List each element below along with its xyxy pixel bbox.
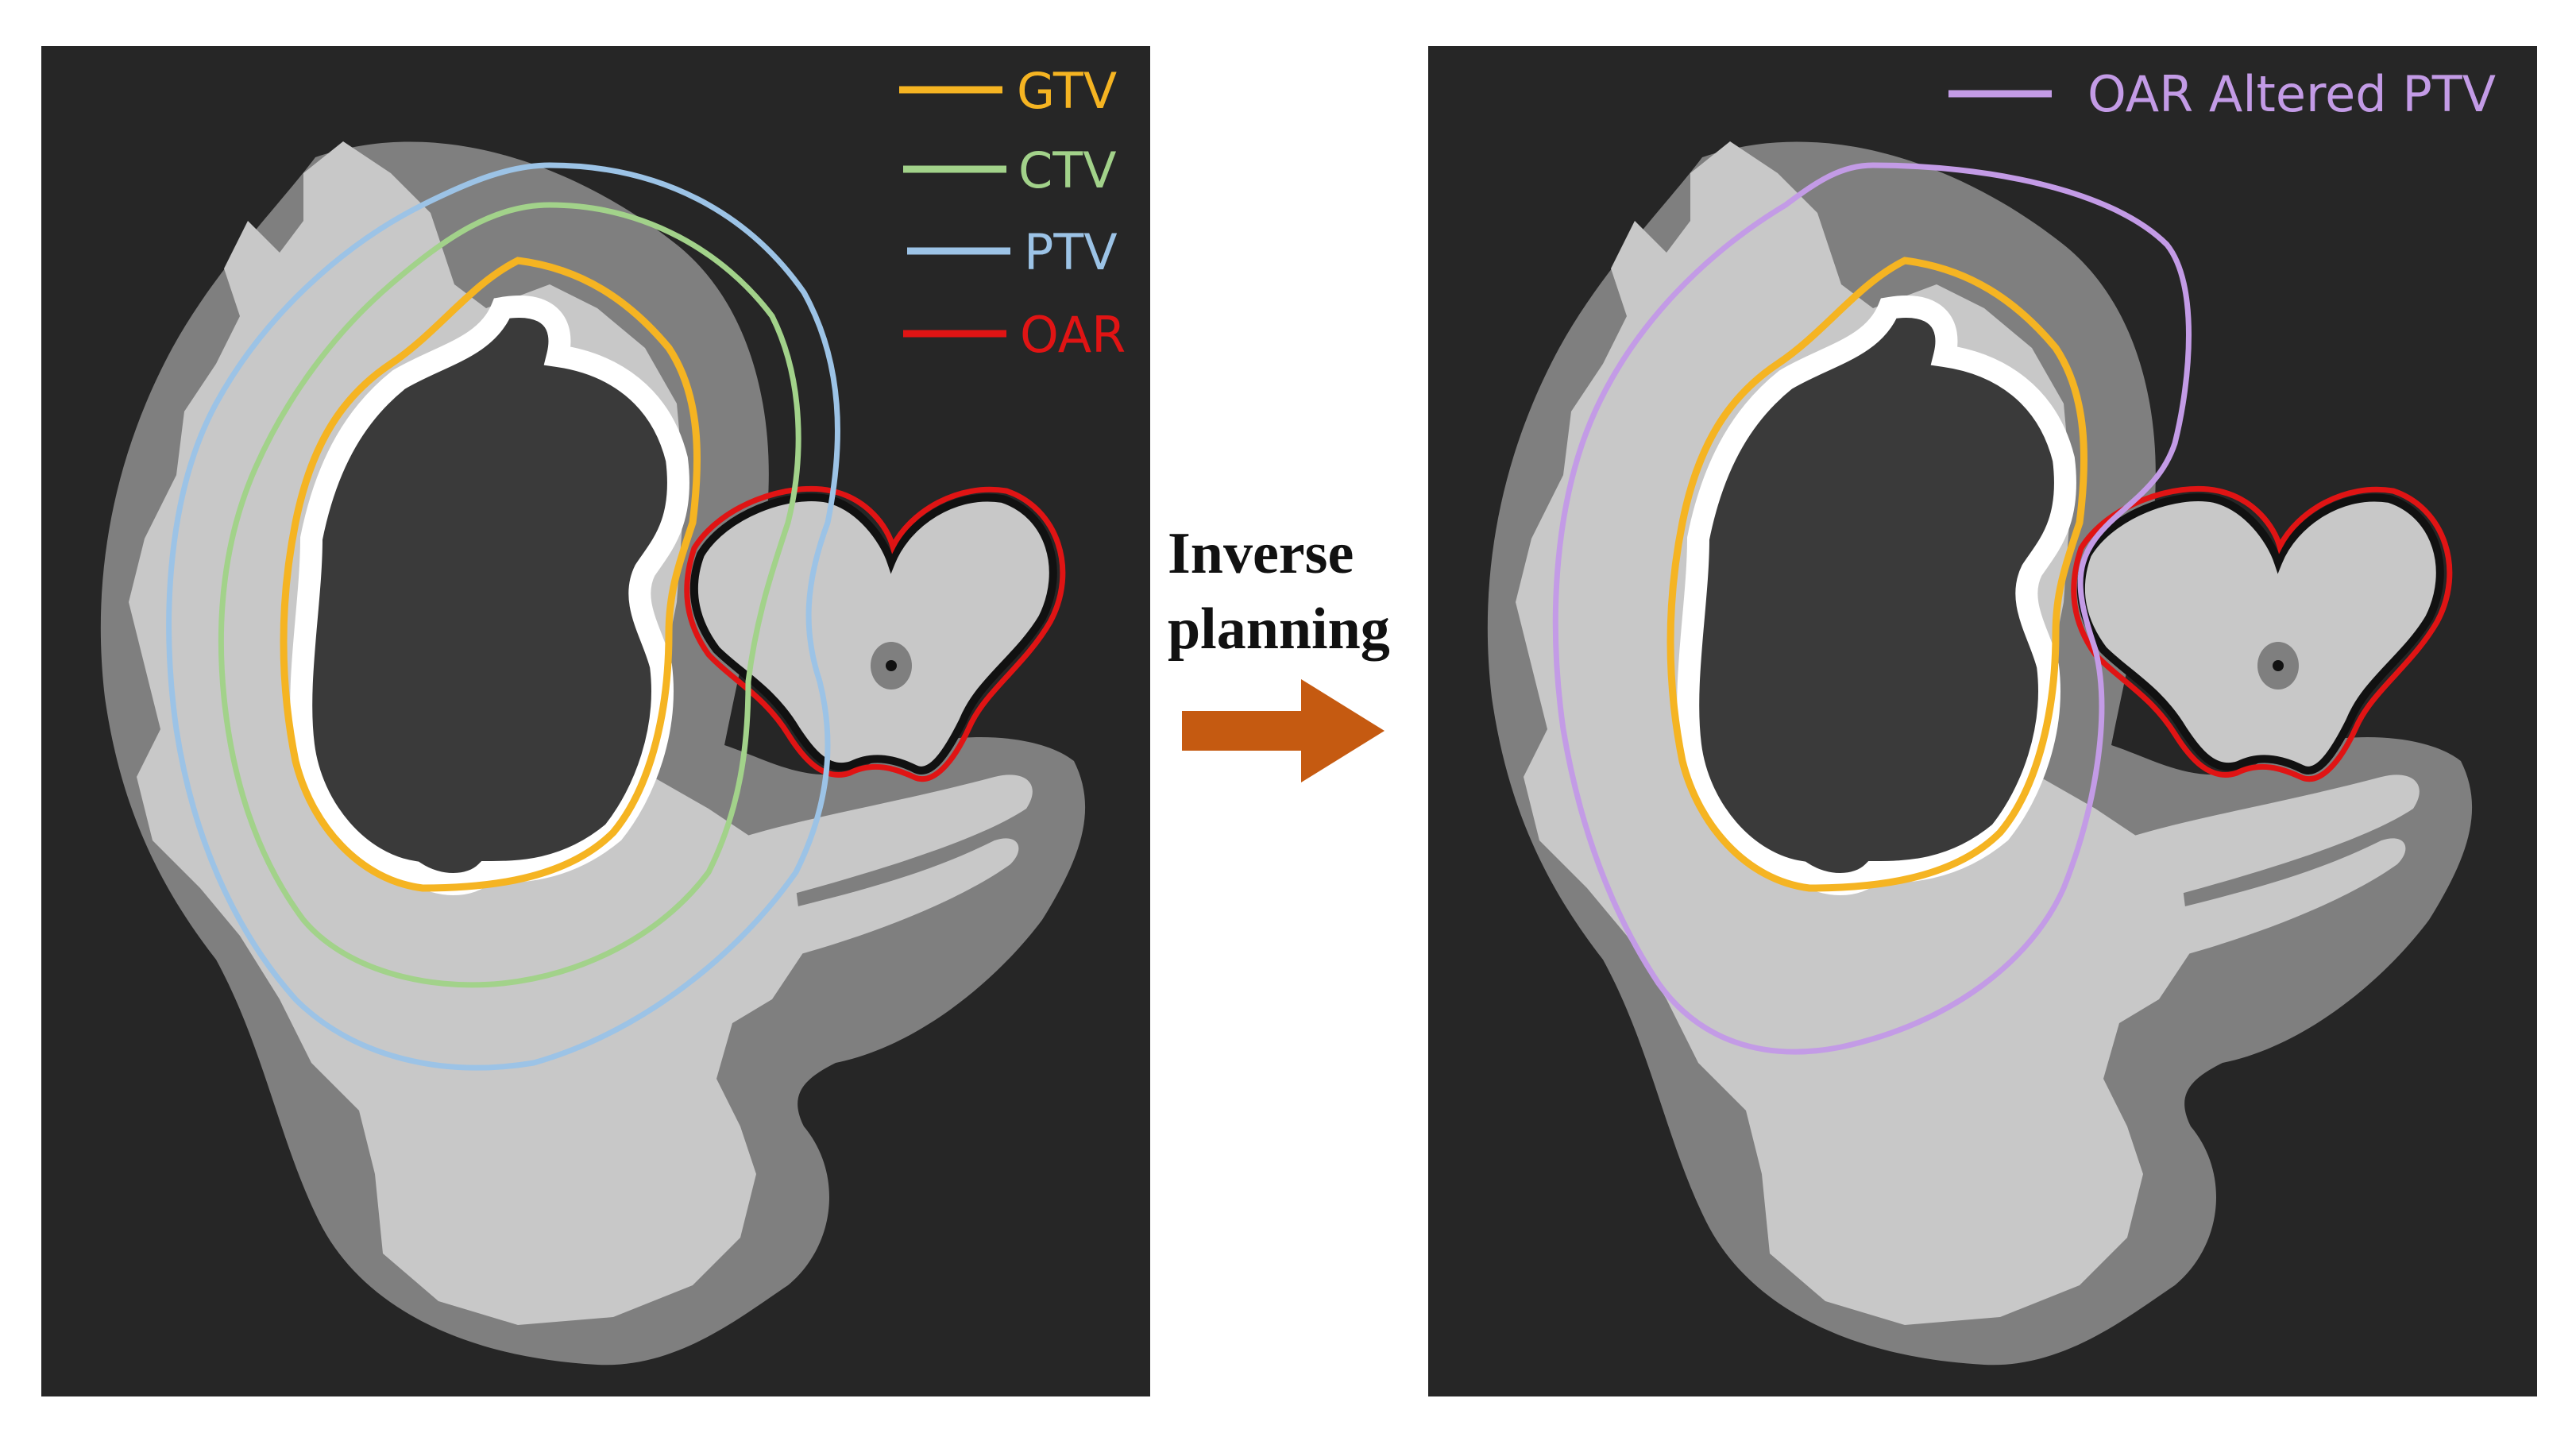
right-arrow-icon — [1182, 679, 1385, 782]
transition-label-line1: Inverse — [1168, 521, 1354, 586]
after-planning-diagram: OAR Altered PTV — [1428, 65, 2496, 1396]
oar-altered-ptv-contour — [1552, 162, 2192, 1055]
legend-label-oar-altered-ptv: OAR Altered PTV — [2087, 65, 2496, 123]
legend-label-ptv: PTV — [1024, 223, 1118, 281]
before-planning-panel: GTV CTV PTV OAR — [41, 46, 1150, 1396]
legend-item-oar-altered-ptv: OAR Altered PTV — [1948, 65, 2496, 123]
legend-item-oar: OAR — [903, 306, 1126, 364]
legend-label-ctv: CTV — [1018, 141, 1117, 199]
anatomy-illustration — [101, 141, 1085, 1365]
legend: OAR Altered PTV — [1948, 65, 2496, 123]
legend-item-ctv: CTV — [903, 141, 1117, 199]
before-planning-diagram: GTV CTV PTV OAR — [41, 62, 1126, 1396]
legend-item-ptv: PTV — [907, 223, 1118, 281]
legend: GTV CTV PTV OAR — [899, 62, 1126, 364]
legend-item-gtv: GTV — [899, 62, 1117, 120]
transition-label-line2: planning — [1168, 597, 1390, 662]
after-planning-panel: OAR Altered PTV — [1428, 46, 2537, 1396]
arrow-shape — [1182, 679, 1385, 782]
ptv-contour — [166, 162, 840, 1071]
legend-label-oar: OAR — [1020, 306, 1126, 364]
legend-label-gtv: GTV — [1017, 62, 1117, 120]
anatomy-illustration — [1488, 141, 2472, 1365]
ctv-contour — [218, 202, 801, 988]
